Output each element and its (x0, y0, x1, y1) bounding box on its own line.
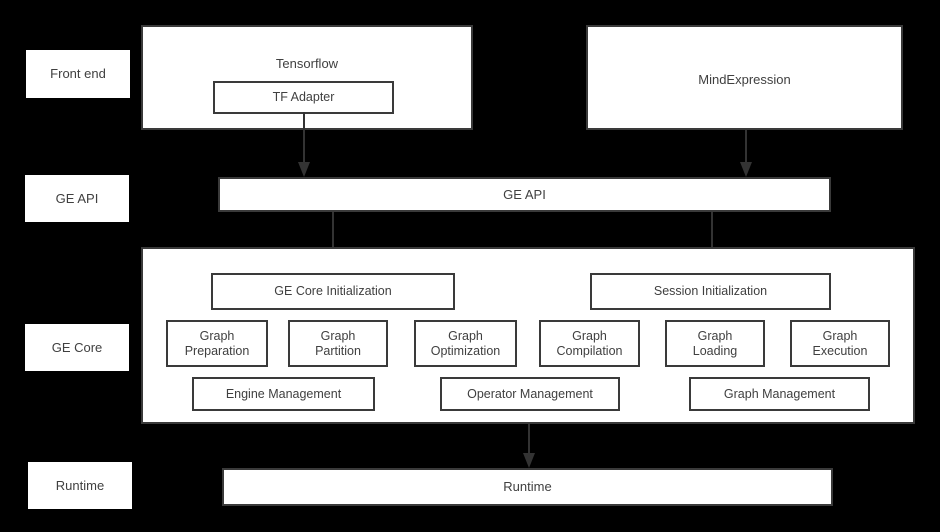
graph-compilation-line1: Graph (572, 328, 607, 343)
lane-label-front-end: Front end (26, 50, 130, 98)
ge-core-initialization-label: GE Core Initialization (274, 284, 392, 298)
mindexpression-frame[interactable] (586, 25, 903, 130)
tensorflow-label: Tensorflow (275, 56, 339, 71)
arrow-mindexpression-to-ge-api (738, 130, 754, 178)
arrow-ge-core-to-runtime (521, 424, 537, 469)
graph-loading-box[interactable]: Graph Loading (665, 320, 765, 367)
graph-preparation-line1: Graph (199, 328, 235, 343)
graph-management-box[interactable]: Graph Management (689, 377, 870, 411)
lane-label-ge-api: GE API (25, 175, 129, 222)
graph-partition-line1: Graph (320, 328, 356, 343)
lane-label-runtime: Runtime (28, 462, 132, 509)
engine-management-box[interactable]: Engine Management (192, 377, 375, 411)
operator-management-box[interactable]: Operator Management (440, 377, 620, 411)
graph-preparation-box[interactable]: Graph Preparation (166, 320, 268, 367)
graph-execution-box[interactable]: Graph Execution (790, 320, 890, 367)
graph-loading-line2: Loading (692, 343, 738, 358)
tf-adapter-label: TF Adapter (272, 90, 335, 104)
graph-partition-line2: Partition (315, 343, 361, 358)
session-initialization-label: Session Initialization (653, 284, 768, 298)
graph-optimization-box[interactable]: Graph Optimization (414, 320, 517, 367)
ge-api-bar-label: GE API (503, 186, 546, 202)
graph-compilation-line2: Compilation (556, 343, 623, 358)
graph-management-label: Graph Management (723, 386, 836, 401)
lane-label-front-end-text: Front end (50, 66, 106, 82)
tf-adapter-box[interactable]: TF Adapter (213, 81, 394, 114)
mindexpression-label: MindExpression (698, 72, 791, 87)
graph-compilation-box[interactable]: Graph Compilation (539, 320, 640, 367)
runtime-bar[interactable]: Runtime (222, 468, 833, 506)
arrow-tf-adapter-to-ge-api (296, 112, 312, 178)
runtime-bar-label: Runtime (503, 479, 552, 495)
graph-optimization-line2: Optimization (430, 343, 501, 358)
ge-core-initialization-box[interactable]: GE Core Initialization (211, 273, 455, 310)
lane-label-ge-core-text: GE Core (51, 339, 103, 355)
graph-preparation-line2: Preparation (184, 343, 250, 358)
lane-label-ge-core: GE Core (25, 324, 129, 371)
lane-label-ge-api-text: GE API (55, 190, 99, 206)
lane-label-runtime-text: Runtime (55, 477, 105, 493)
ge-api-bar[interactable]: GE API (218, 177, 831, 212)
session-initialization-box[interactable]: Session Initialization (590, 273, 831, 310)
graph-loading-line1: Graph (697, 328, 733, 343)
graph-partition-box[interactable]: Graph Partition (288, 320, 388, 367)
operator-management-label: Operator Management (467, 386, 593, 401)
engine-management-label: Engine Management (225, 386, 342, 401)
graph-execution-line2: Execution (812, 343, 868, 358)
graph-optimization-line1: Graph (448, 328, 483, 343)
graph-execution-line1: Graph (822, 328, 858, 343)
